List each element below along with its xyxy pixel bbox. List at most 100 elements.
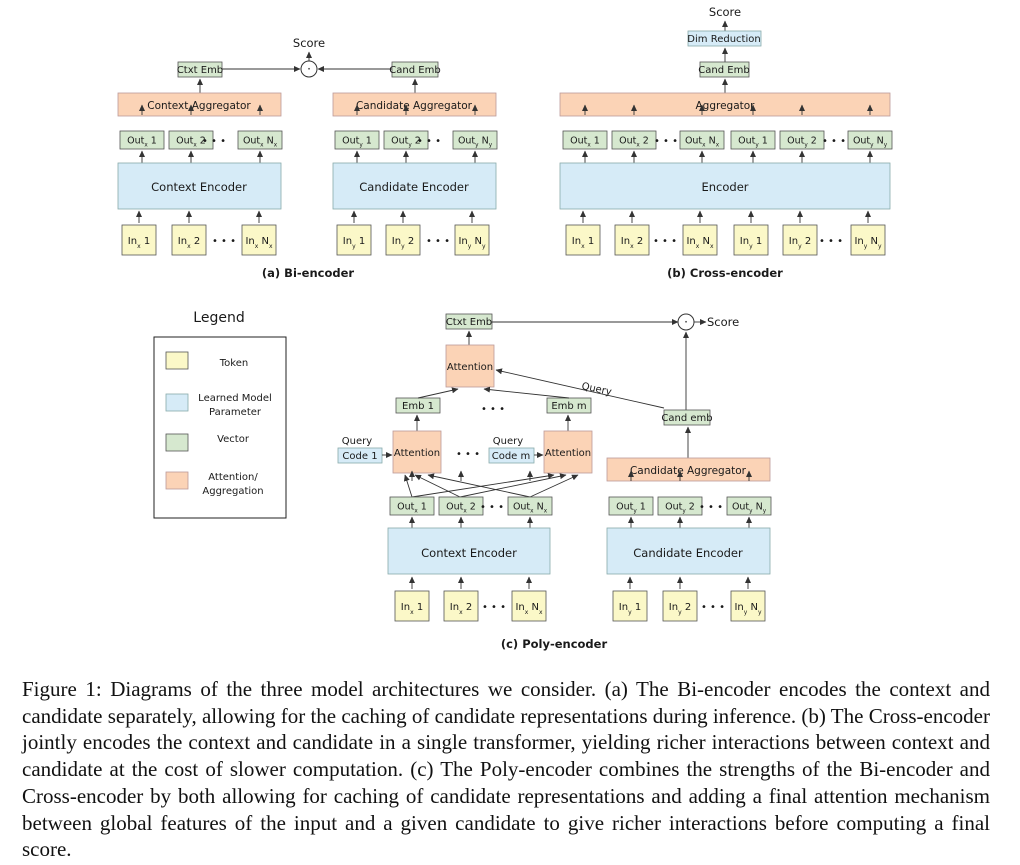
cross-in-label-4: Iny 1 xyxy=(740,236,762,250)
legend-attention-swatch xyxy=(165,471,189,490)
poly-cand-in-ellipsis-1: • • • xyxy=(701,602,725,613)
cross-in-label-2: Inx 2 xyxy=(621,236,643,250)
poly-ctx-out-label-2: Outx 2 xyxy=(446,502,476,515)
figure-caption: Figure 1: Diagrams of the three model ar… xyxy=(22,677,990,862)
poly-ctx-in-box-2 xyxy=(443,590,479,622)
poly-cand-out-label-2: Outy 2 xyxy=(665,502,695,515)
legend-attention-label-1: Attention/ xyxy=(208,472,258,483)
poly-ctx-out-box-2 xyxy=(438,496,484,516)
cross-in-box-5 xyxy=(782,224,818,256)
poly-code-m xyxy=(488,447,535,464)
bi-candidate-encoder-label: Candidate Encoder xyxy=(359,180,469,194)
legend: Legend Token Learned Model Parameter Vec… xyxy=(153,310,287,519)
poly-code-1-label: Code 1 xyxy=(342,451,377,462)
cross-in-box-3 xyxy=(682,224,718,256)
bi-ctx-out-box-1 xyxy=(119,130,165,150)
poly-attention-final xyxy=(445,344,495,388)
bi-ctx-out-ellipsis-1: • • • xyxy=(202,136,226,147)
bi-ctx-out-box-3 xyxy=(237,130,283,150)
bi-ctxt-emb-label: Ctxt Emb xyxy=(177,65,223,76)
bi-cand-in-label-1: Iny 1 xyxy=(343,236,365,250)
poly-candidate-aggregator xyxy=(606,457,771,482)
poly-ctxt-emb-label: Ctxt Emb xyxy=(446,317,492,328)
bi-cand-out-box-3 xyxy=(452,130,498,150)
poly-attention-m xyxy=(543,430,593,474)
poly-ctx-out-box-3 xyxy=(507,496,553,516)
cross-encoder xyxy=(559,162,891,210)
bi-cand-out-label-3: Outy Ny xyxy=(458,136,493,149)
bi-ctx-out-label-1: Outx 1 xyxy=(127,136,157,149)
poly-ctx-out-label-1: Outx 1 xyxy=(397,502,427,515)
bi-ctx-in-ellipsis-1: • • • xyxy=(212,236,236,247)
poly-cand-in-box-1 xyxy=(612,590,648,622)
poly-attention-final-label: Attention xyxy=(447,362,493,373)
cross-cand-emb-label: Cand Emb xyxy=(698,65,749,76)
poly-ctx-in-label-2: Inx 2 xyxy=(450,602,472,616)
cross-caption: (b) Cross-encoder xyxy=(667,266,783,280)
cross-in-label-3: Inx Nx xyxy=(686,236,714,250)
poly-context-encoder xyxy=(387,527,551,575)
cross-out-box-6 xyxy=(847,130,893,150)
poly-candidate-encoder-label: Candidate Encoder xyxy=(633,546,743,560)
bi-cand-out-label-1: Outy 1 xyxy=(342,136,372,149)
cross-out-box-1 xyxy=(562,130,608,150)
bi-ctx-out-label-3: Outx Nx xyxy=(243,136,278,149)
poly-cand-out-box-3 xyxy=(726,496,772,516)
poly-cand-in-box-3 xyxy=(730,590,766,622)
bi-caption: (a) Bi-encoder xyxy=(262,266,354,280)
cross-in-label-6: Iny Ny xyxy=(854,236,882,250)
bi-context-aggregator-label: Context Aggregator xyxy=(147,100,251,112)
poly-ctx-out-ellipsis-1: • • • xyxy=(480,502,504,513)
bi-candidate-aggregator-label: Candidate Aggregator xyxy=(356,100,473,112)
legend-param-label-1: Learned Model xyxy=(198,393,272,404)
bi-cand-out-label-2: Outy 2 xyxy=(391,136,421,149)
bi-cand-out-ellipsis-1: • • • xyxy=(417,136,441,147)
poly-attention-1 xyxy=(392,430,442,474)
poly-cand-out-ellipsis-1: • • • xyxy=(699,502,723,513)
poly-query-label-m: Query xyxy=(493,436,523,447)
poly-context-outputs: Outx 1 Outx 2 Outx Nx • • • xyxy=(389,470,553,532)
bi-ctx-in-box-3 xyxy=(241,224,277,256)
poly-cand-out-label-1: Outy 1 xyxy=(616,502,646,515)
poly-cand-out-box-1 xyxy=(608,496,654,516)
poly-cand-out-label-3: Outy Ny xyxy=(732,502,767,515)
bi-candidate-encoder xyxy=(332,162,497,210)
bi-cand-in-label-2: Iny 2 xyxy=(392,236,414,250)
cross-in-box-2 xyxy=(614,224,650,256)
poly-cand-in-label-2: Iny 2 xyxy=(669,602,691,616)
poly-dot-symbol: · xyxy=(684,315,688,329)
cross-in-box-6 xyxy=(850,224,886,256)
cross-out-ellipsis-2: • • • xyxy=(822,136,846,147)
poly-context-encoder-label: Context Encoder xyxy=(421,546,517,560)
cross-out-label-6: Outy Ny xyxy=(853,136,888,149)
poly-emb-1-label: Emb 1 xyxy=(402,401,434,412)
bi-context-aggregator xyxy=(117,92,282,117)
legend-attention-label-2: Aggregation xyxy=(202,486,263,497)
bi-candidate-outputs: Outy 1 Outy 2 Outy Ny • • • xyxy=(334,104,498,166)
poly-cand-in-label-3: Iny Ny xyxy=(734,602,762,616)
cross-score-label: Score xyxy=(709,5,741,19)
bi-ctx-in-label-3: Inx Nx xyxy=(245,236,273,250)
cross-cand-emb xyxy=(699,61,750,78)
cross-out-box-2 xyxy=(611,130,657,150)
legend-param-label-2: Parameter xyxy=(209,407,262,418)
poly-code-m-label: Code m xyxy=(492,451,531,462)
bi-ctx-out-box-2 xyxy=(168,130,214,150)
poly-score-label: Score xyxy=(707,315,739,329)
cross-aggregator xyxy=(559,92,891,117)
poly-ctx-in-box-1 xyxy=(394,590,430,622)
poly-cand-in-label-1: Iny 1 xyxy=(619,602,641,616)
poly-candidate-encoder xyxy=(606,527,771,575)
poly-ctx-out-label-3: Outx Nx xyxy=(513,502,548,515)
poly-attention-m-label: Attention xyxy=(545,448,591,459)
cross-aggregator-label: Aggregator xyxy=(695,100,755,112)
cross-out-ellipsis-1: • • • xyxy=(654,136,678,147)
cross-out-label-3: Outx Nx xyxy=(685,136,720,149)
bi-cand-out-box-2 xyxy=(383,130,429,150)
bi-cand-emb-label: Cand Emb xyxy=(389,65,440,76)
